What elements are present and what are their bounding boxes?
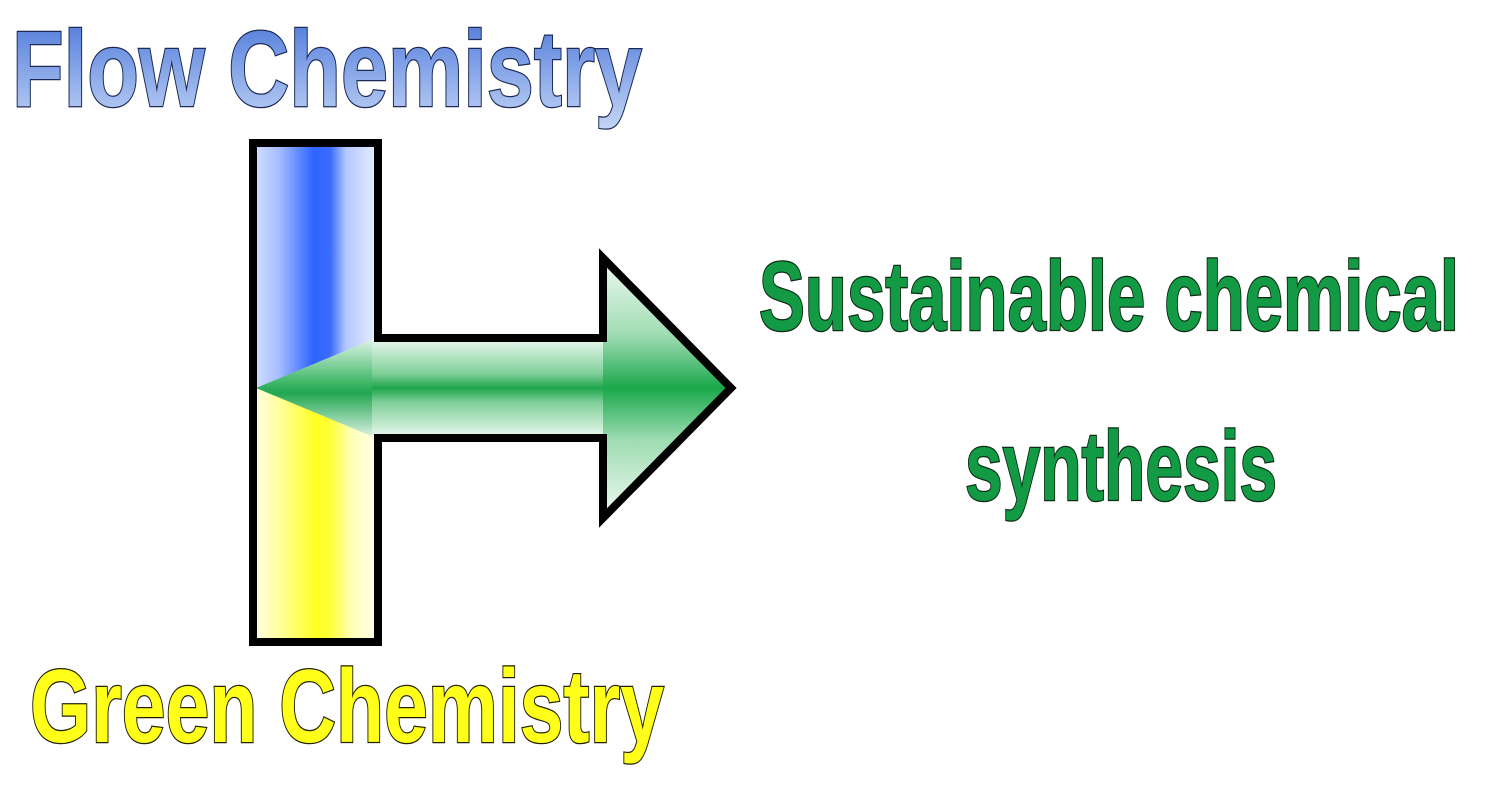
output-arrow-head <box>603 258 731 518</box>
green-chemistry-title: Green Chemistry <box>30 649 664 765</box>
t-junction-reactor <box>249 139 737 646</box>
t-junction-outline <box>249 139 737 646</box>
merge-wedge <box>256 338 376 438</box>
flow-chemistry-title: Flow Chemistry <box>12 8 642 129</box>
outlet-channel <box>372 340 612 436</box>
result-line-1: Sustainable chemical <box>759 241 1459 351</box>
green-chemistry-channel-yellow <box>256 388 376 640</box>
result-line-2: synthesis <box>965 411 1277 521</box>
